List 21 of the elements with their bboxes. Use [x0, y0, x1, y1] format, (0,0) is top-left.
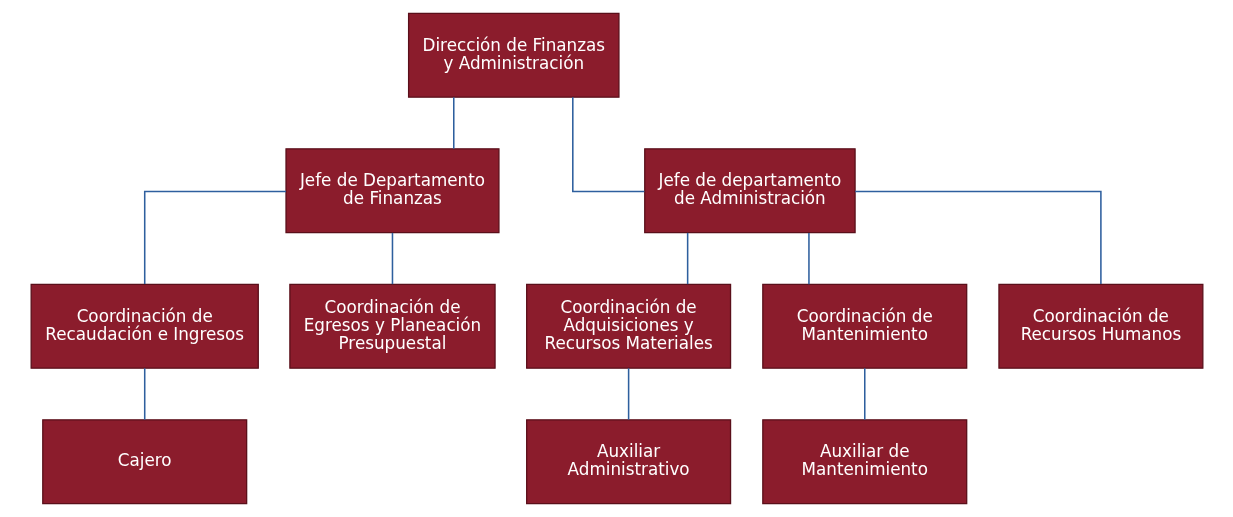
node-box: Coordinación de Mantenimiento [761, 283, 967, 369]
connector [452, 96, 455, 150]
node-box: Cajero [41, 419, 247, 505]
node-box: Auxiliar de Mantenimiento [761, 419, 967, 505]
node-box: Auxiliar Administrativo [525, 419, 731, 505]
connector [143, 190, 287, 285]
connector [571, 96, 645, 193]
node-box: Coordinación de Recaudación e Ingresos [30, 283, 259, 369]
node-box: Jefe de Departamento de Finanzas [284, 148, 500, 234]
connector [391, 232, 393, 285]
node-box: Coordinación de Adquisiciones y Recursos Materiales [525, 283, 731, 369]
node-box: Dirección de Finanzas y Administración [407, 12, 620, 98]
node-box: Coordinación de Recursos Humanos [997, 283, 1203, 369]
connector [686, 232, 688, 285]
connector [863, 367, 866, 421]
connector [627, 367, 629, 421]
node-box: Coordinación de Egresos y Planeación Presupuestal [288, 283, 496, 369]
node-box: Jefe de departamento de Administración [643, 148, 856, 234]
connector [807, 232, 810, 285]
connector [853, 190, 1102, 285]
connector [143, 367, 145, 421]
